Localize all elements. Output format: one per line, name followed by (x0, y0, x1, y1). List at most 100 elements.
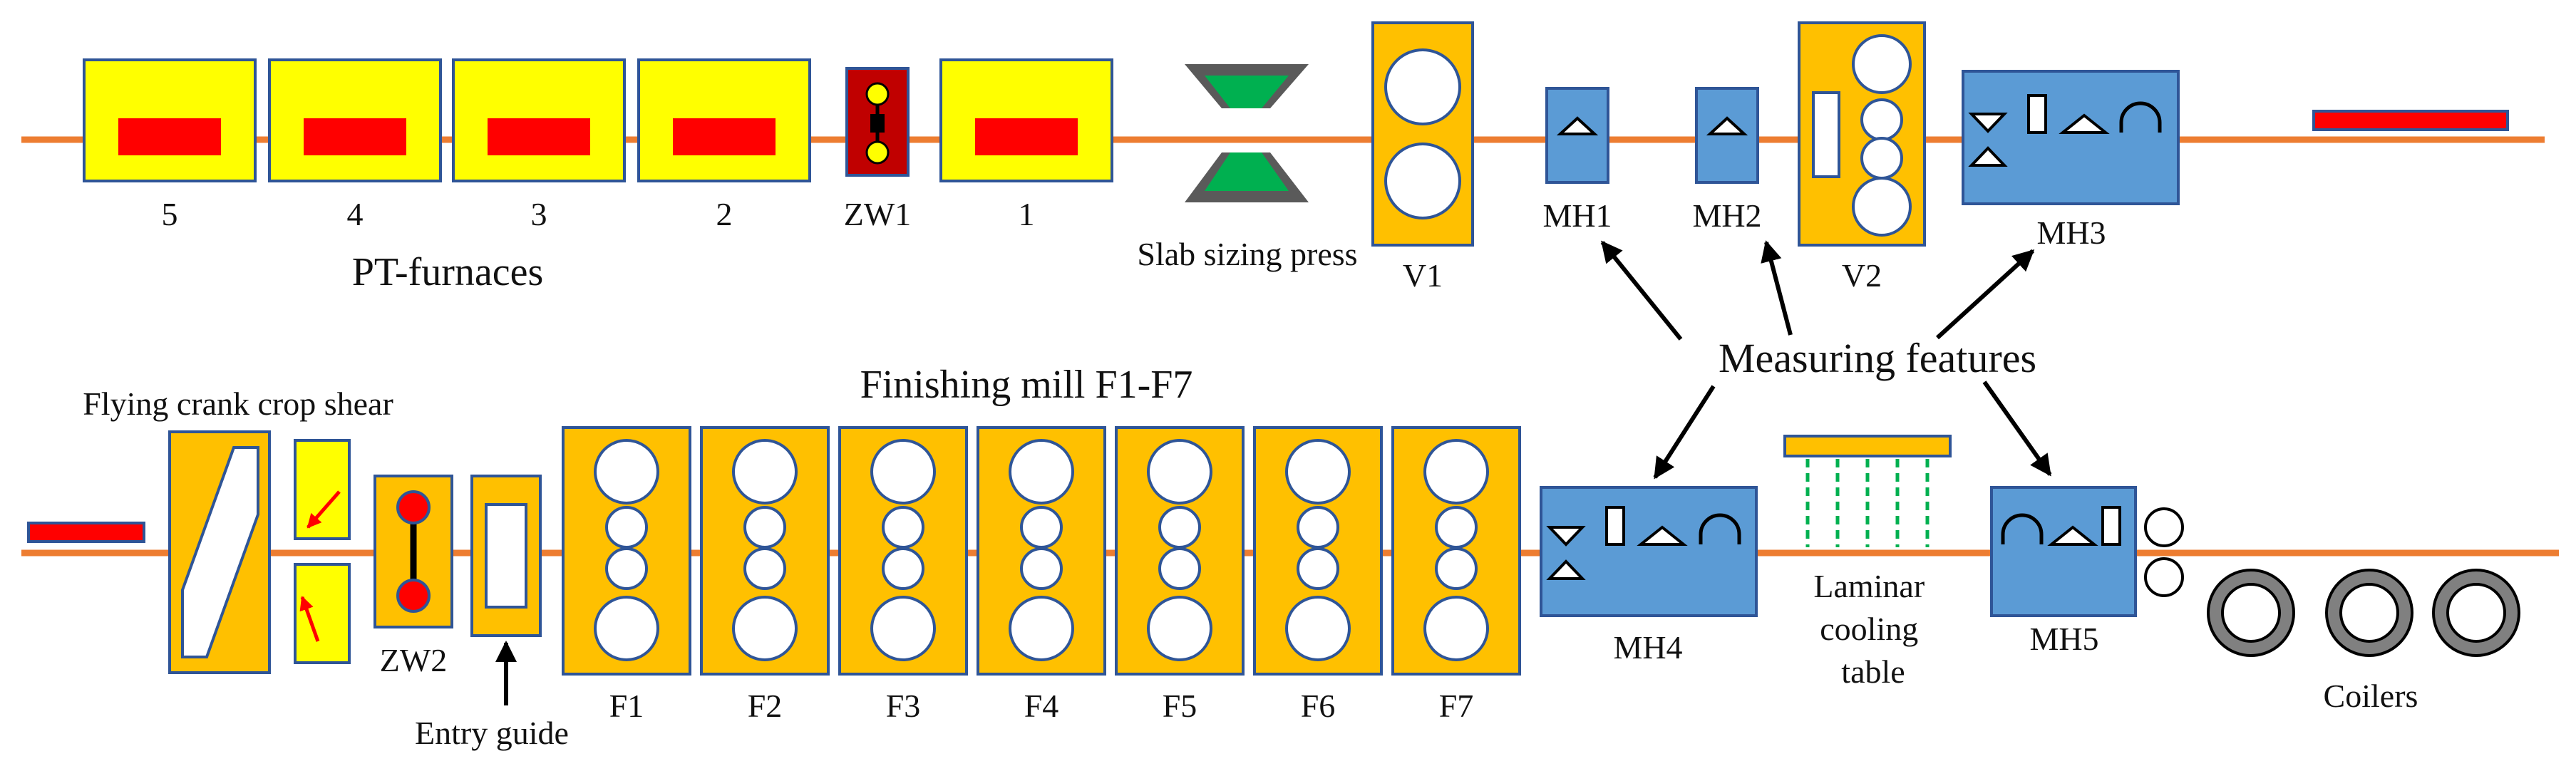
coiler (2432, 569, 2520, 657)
shear-blade (181, 446, 259, 658)
measuring-features-label: Measuring features (1719, 335, 2036, 381)
coiler (2207, 569, 2295, 657)
furnace-4 (268, 58, 442, 182)
triangle-sensor-icon (1706, 116, 1748, 135)
cooling-header (1783, 435, 1952, 457)
backup-roll (1158, 547, 1201, 590)
cooling-label-line: table (1841, 653, 1905, 690)
cooling-label-line: cooling (1820, 611, 1918, 647)
v1-edger (1371, 21, 1474, 247)
mh5-unit (1990, 486, 2137, 617)
work-roll (1423, 439, 1489, 504)
furnace-label: 4 (347, 196, 364, 232)
zw1-label: ZW1 (844, 196, 912, 232)
bottom-process-line: Flying crank crop shear ZW2 Entry guide … (21, 363, 2559, 751)
mh3-unit (1962, 70, 2180, 205)
mh1-label: MH1 (1542, 197, 1612, 234)
edger-guide (1812, 91, 1840, 178)
roll (1852, 177, 1912, 237)
work-roll (1147, 596, 1212, 661)
stand-label: F7 (1439, 688, 1474, 724)
cooling-table-label: Laminar cooling table (1813, 568, 1932, 690)
work-roll (1285, 596, 1351, 661)
pinch-roll (2144, 507, 2184, 547)
backup-roll (605, 506, 648, 549)
stand-label: F5 (1163, 688, 1197, 724)
zw2-upper-roll (396, 490, 431, 524)
shear-label: Flying crank crop shear (83, 386, 393, 422)
v2-edger (1798, 21, 1926, 247)
zw1-lower-roll (865, 140, 890, 165)
stand-label: F6 (1301, 688, 1336, 724)
slab (304, 118, 406, 155)
triangle-up-sensor-icon (1546, 559, 1586, 580)
callout-arrow (1600, 240, 1683, 341)
work-roll (594, 596, 659, 661)
arch-sensor-icon (1699, 513, 1741, 544)
entry-guide (470, 475, 542, 705)
stand-label: F2 (748, 688, 783, 724)
finishing-stand-f2 (700, 426, 830, 676)
furnace-5 (83, 58, 257, 182)
zw2-unit (373, 475, 453, 628)
work-roll (732, 439, 798, 504)
cooling-label-line: Laminar (1813, 568, 1925, 604)
furnace-group-label: PT-furnaces (352, 250, 544, 294)
top-process-line: 5 4 3 2 ZW1 1 PT-furnaces Slab sizing pr… (21, 21, 2545, 294)
zw2-label: ZW2 (380, 642, 448, 678)
slab (2312, 110, 2509, 131)
roll (1860, 98, 1903, 141)
stand-label: F4 (1024, 688, 1059, 724)
backup-roll (1297, 506, 1339, 549)
stand-label: F3 (886, 688, 921, 724)
furnace-3 (452, 58, 626, 182)
work-roll (1009, 596, 1074, 661)
finishing-stand-f1 (562, 426, 691, 676)
backup-roll (882, 547, 924, 590)
callout-arrow (1653, 385, 1716, 480)
backup-roll (1435, 547, 1478, 590)
finishing-stand-f7 (1391, 426, 1521, 676)
press-upper-anvil (1205, 76, 1289, 108)
mh4-unit (1540, 486, 1758, 617)
slab (488, 118, 590, 155)
roll (1384, 48, 1461, 125)
triangle-up-sensor-icon (1968, 146, 2008, 167)
slab (118, 118, 221, 155)
roll (1852, 34, 1912, 94)
flying-crank-crop-shear (168, 430, 351, 674)
stand-label: F1 (609, 688, 644, 724)
finishing-mill-label: Finishing mill F1-F7 (860, 363, 1193, 407)
slab (673, 118, 776, 155)
triangle-sensor-icon (1637, 525, 1688, 546)
zw1-unit (845, 67, 910, 177)
camera-sensor-icon (1605, 506, 1625, 546)
work-roll (1423, 596, 1489, 661)
coiler (2325, 569, 2413, 657)
arch-sensor-icon (2119, 101, 2162, 133)
backup-roll (1158, 506, 1201, 549)
rotation-arrow (299, 596, 320, 642)
press-label: Slab sizing press (1137, 236, 1357, 272)
mh2-label: MH2 (1692, 197, 1761, 234)
work-roll (1285, 439, 1351, 504)
camera-sensor-icon (2101, 506, 2121, 546)
measuring-features-callout: Measuring features (1600, 240, 2052, 480)
mh3-label: MH3 (2036, 214, 2106, 251)
furnace-label: 5 (162, 196, 178, 232)
callout-arrow (1761, 240, 1793, 336)
pinch-roll (2144, 557, 2184, 597)
finishing-stand-f4 (977, 426, 1106, 676)
mh4-label: MH4 (1613, 629, 1682, 666)
rotation-arrow (306, 490, 341, 529)
entry-guide-label: Entry guide (415, 715, 569, 751)
v1-label: V1 (1403, 257, 1443, 294)
camera-sensor-icon (2027, 94, 2047, 134)
work-roll (594, 439, 659, 504)
finishing-stand-f5 (1115, 426, 1245, 676)
furnace-1 (939, 58, 1113, 182)
finishing-stand-f3 (838, 426, 968, 676)
backup-roll (882, 506, 924, 549)
backup-roll (743, 547, 786, 590)
backup-roll (1435, 506, 1478, 549)
